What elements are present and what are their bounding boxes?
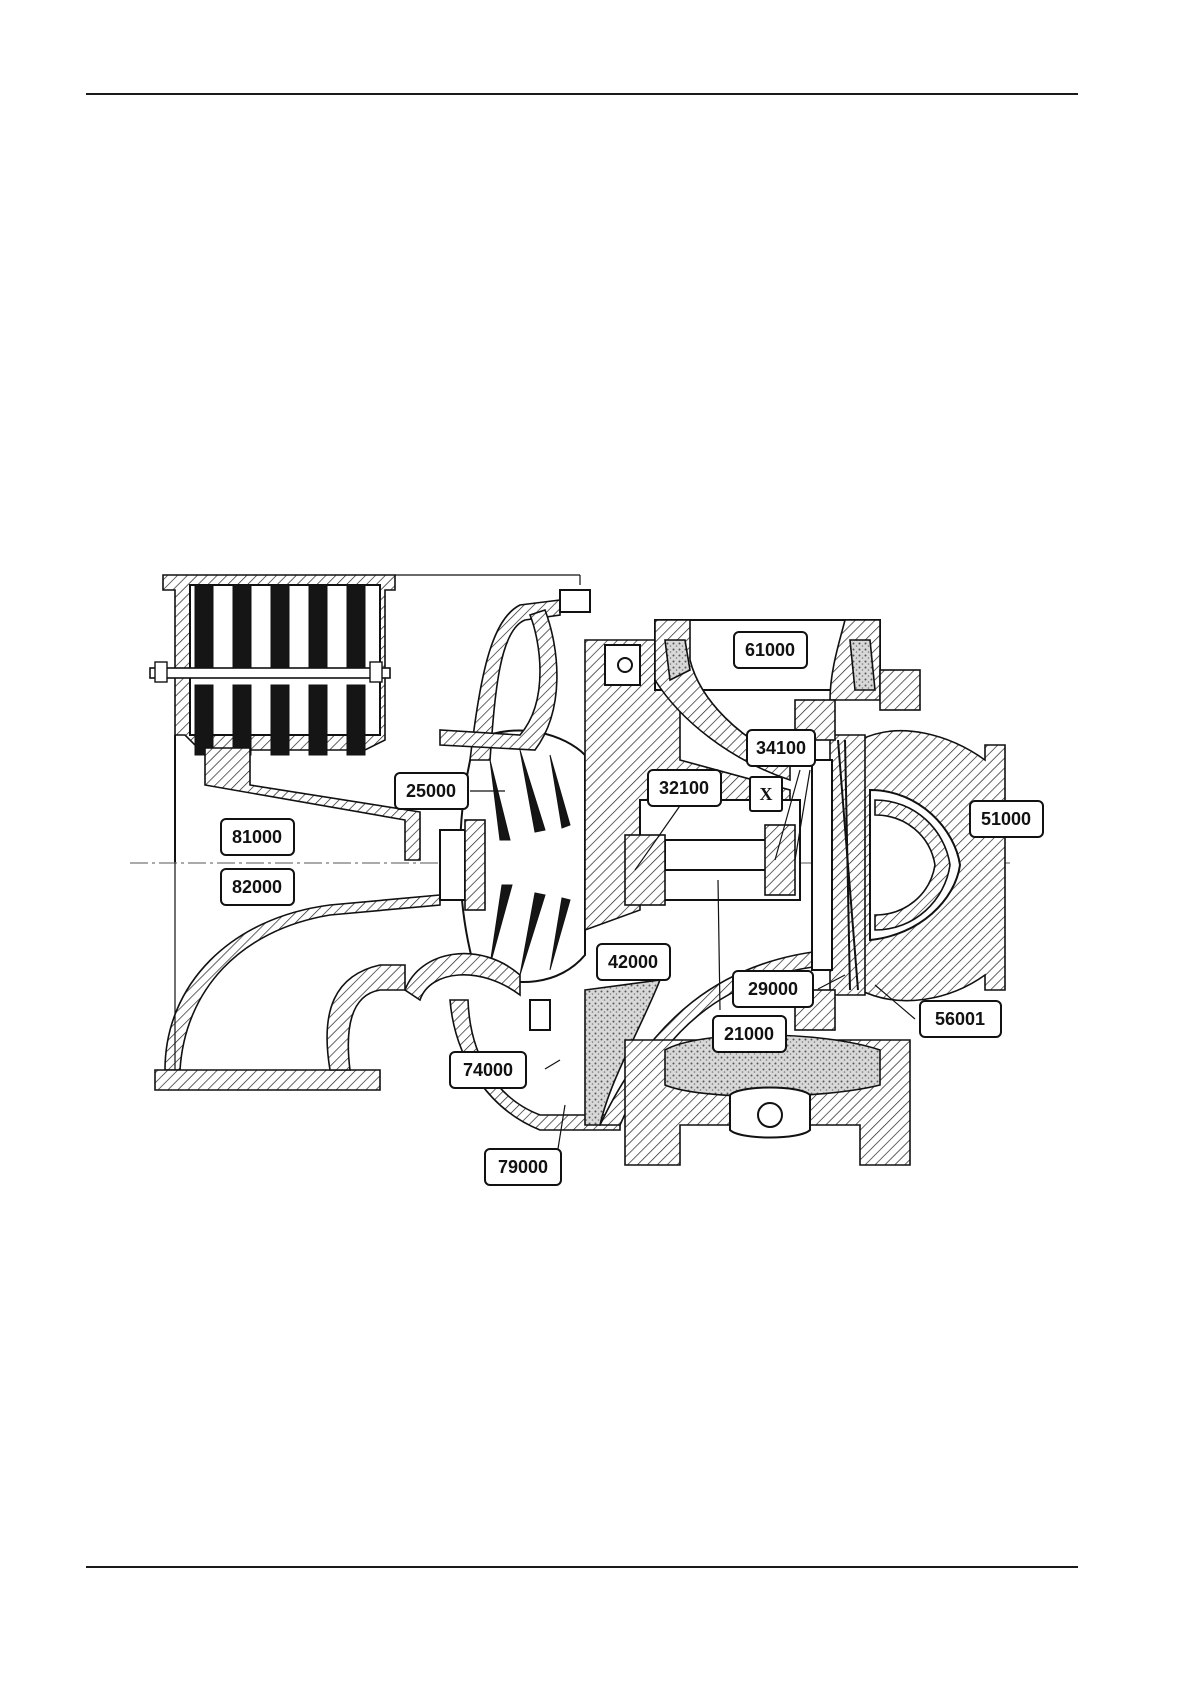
svg-text:25000: 25000	[406, 781, 456, 801]
callout-51000: 51000	[970, 801, 1043, 837]
svg-text:56001: 56001	[935, 1009, 985, 1029]
svg-text:42000: 42000	[608, 952, 658, 972]
compressor-wheel	[440, 731, 585, 982]
svg-text:61000: 61000	[745, 640, 795, 660]
svg-text:21000: 21000	[724, 1024, 774, 1044]
callout-29000: 29000	[733, 971, 813, 1007]
svg-text:82000: 82000	[232, 877, 282, 897]
svg-text:79000: 79000	[498, 1157, 548, 1177]
svg-text:X: X	[760, 784, 773, 804]
air-inlet-silencer	[150, 575, 580, 755]
callout-61000: 61000	[734, 632, 807, 668]
svg-text:32100: 32100	[659, 778, 709, 798]
svg-text:29000: 29000	[748, 979, 798, 999]
svg-text:51000: 51000	[981, 809, 1031, 829]
callout-34100: 34100	[747, 730, 815, 766]
bearing-casing-foot	[625, 1035, 910, 1165]
callout-81000: 81000	[221, 819, 294, 855]
svg-text:74000: 74000	[463, 1060, 513, 1080]
svg-text:81000: 81000	[232, 827, 282, 847]
callout-25000: 25000	[395, 773, 468, 809]
callout-79000: 79000	[485, 1149, 561, 1185]
svg-text:34100: 34100	[756, 738, 806, 758]
callout-x: X	[750, 777, 782, 811]
callout-42000: 42000	[597, 944, 670, 980]
callout-21000: 21000	[713, 1016, 786, 1052]
gas-inlet-casing	[860, 731, 1005, 1001]
callout-82000: 82000	[221, 869, 294, 905]
callout-56001: 56001	[920, 1001, 1001, 1037]
callout-74000: 74000	[450, 1052, 526, 1088]
callout-32100: 32100	[648, 770, 721, 806]
